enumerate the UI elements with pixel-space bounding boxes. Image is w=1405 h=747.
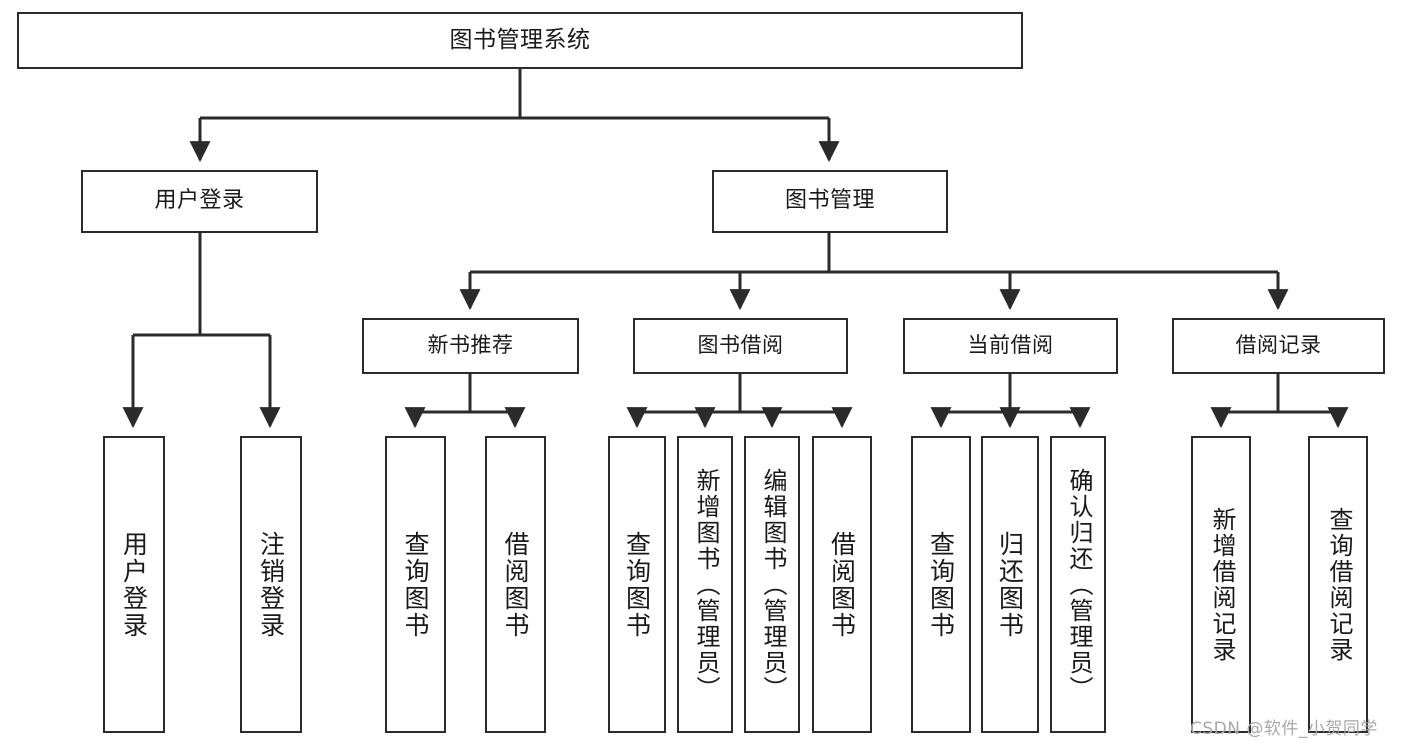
leaf-newbook-query-book[interactable]: 查询图书 [385, 436, 446, 733]
node-label: 图书管理系统 [449, 26, 591, 53]
leaf-record-add-record[interactable]: 新增借阅记录 [1191, 436, 1251, 733]
node-label: 借阅图书 [501, 530, 530, 639]
node-label: 新增图书（管理员） [691, 467, 720, 702]
node-label: 借阅图书 [827, 530, 857, 639]
node-borrow-record[interactable]: 借阅记录 [1172, 318, 1385, 374]
leaf-borrow-borrow-book[interactable]: 借阅图书 [812, 436, 872, 733]
node-label: 查询图书 [926, 530, 956, 639]
leaf-borrow-query-book[interactable]: 查询图书 [608, 436, 666, 733]
leaf-logout-login[interactable]: 注销登录 [240, 436, 302, 733]
leaf-current-confirm-return-admin[interactable]: 确认归还（管理员） [1050, 436, 1106, 733]
leaf-borrow-edit-book-admin[interactable]: 编辑图书（管理员） [744, 436, 800, 733]
node-label: 用户登录 [119, 530, 149, 639]
node-label: 当前借阅 [967, 333, 1054, 358]
node-new-book-recommend[interactable]: 新书推荐 [362, 318, 579, 374]
node-book-management-system[interactable]: 图书管理系统 [17, 12, 1023, 69]
node-label: 图书管理 [784, 188, 875, 214]
node-label: 归还图书 [995, 530, 1025, 639]
node-label: 注销登录 [256, 530, 286, 639]
leaf-record-query-record[interactable]: 查询借阅记录 [1308, 436, 1368, 733]
node-label: 查询图书 [401, 530, 430, 639]
leaf-current-query-book[interactable]: 查询图书 [911, 436, 971, 733]
node-book-manage[interactable]: 图书管理 [712, 170, 948, 233]
leaf-user-login[interactable]: 用户登录 [103, 436, 165, 733]
node-label: 确认归还（管理员） [1064, 467, 1093, 702]
node-label: 图书借阅 [697, 333, 784, 358]
leaf-newbook-borrow-book[interactable]: 借阅图书 [485, 436, 546, 733]
node-label: 用户登录 [154, 188, 245, 214]
node-current-borrow[interactable]: 当前借阅 [903, 318, 1118, 374]
node-label: 借阅记录 [1235, 333, 1322, 358]
csdn-watermark: CSDN @软件_小贺同学 [1190, 719, 1378, 739]
node-label: 编辑图书（管理员） [758, 467, 787, 702]
node-book-borrow[interactable]: 图书借阅 [633, 318, 848, 374]
node-label: 查询借阅记录 [1324, 506, 1353, 663]
leaf-borrow-add-book-admin[interactable]: 新增图书（管理员） [677, 436, 733, 733]
node-label: 查询图书 [622, 530, 652, 639]
leaf-current-return-book[interactable]: 归还图书 [981, 436, 1039, 733]
node-label: 新书推荐 [427, 333, 514, 358]
node-user-login[interactable]: 用户登录 [81, 170, 318, 233]
node-label: 新增借阅记录 [1207, 506, 1236, 663]
